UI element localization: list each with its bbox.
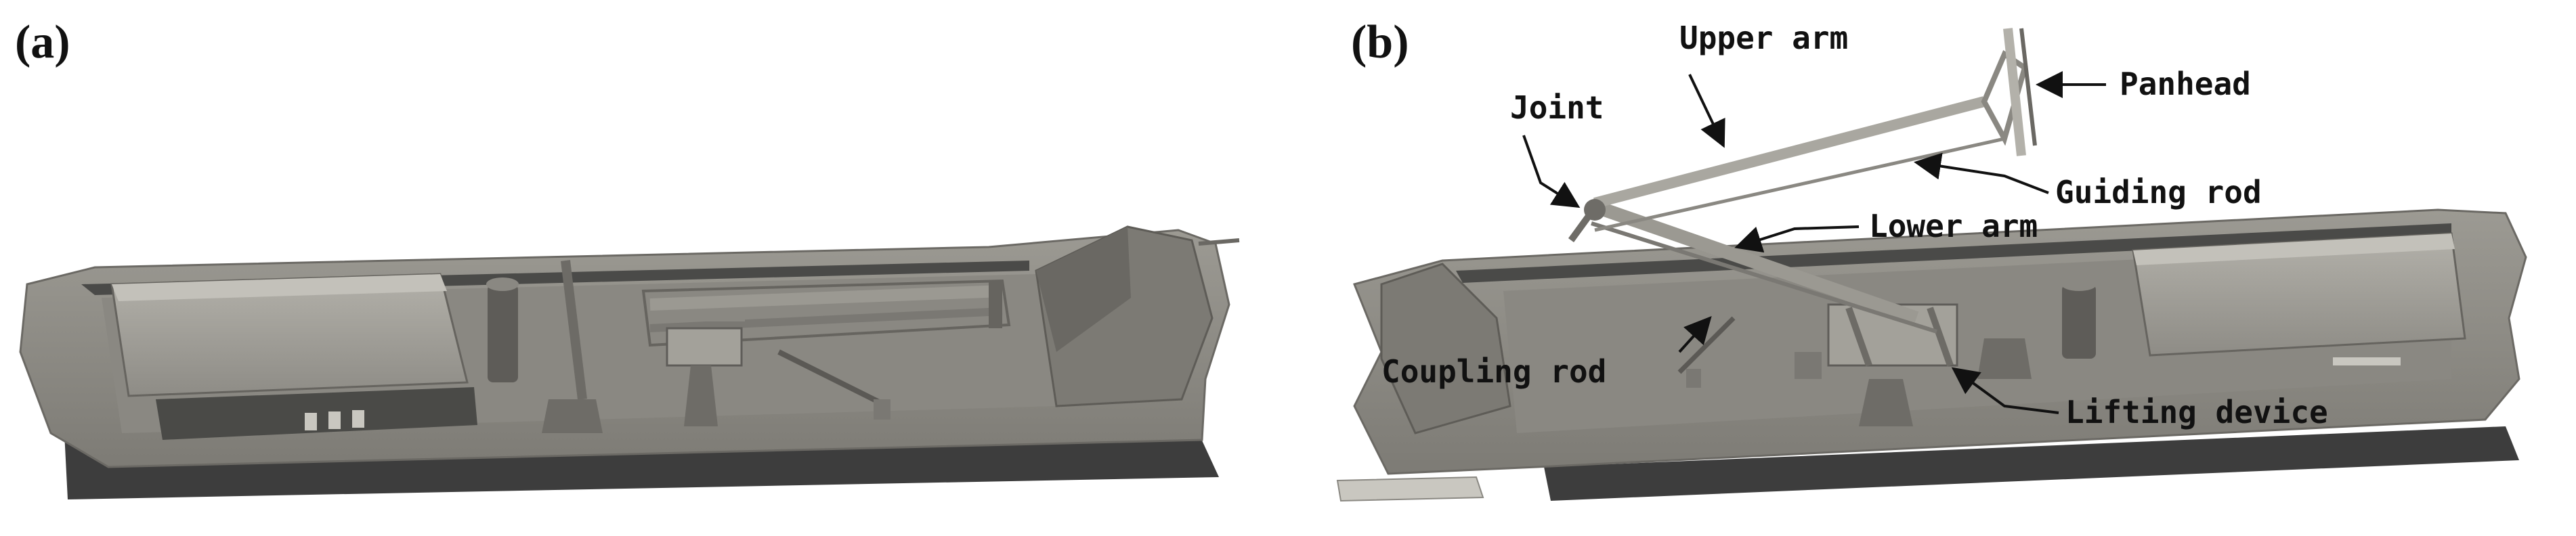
upper-arm-shape bbox=[1593, 96, 1986, 208]
folded-pantograph-a bbox=[542, 260, 1011, 433]
callout-lower-arm-text: Lower arm bbox=[1869, 208, 2038, 244]
lifting-base-b bbox=[1859, 379, 1913, 426]
vent-3-a bbox=[352, 410, 364, 428]
callout-lower-arm: Lower arm bbox=[1734, 208, 2038, 253]
base-plate-b bbox=[1336, 476, 1484, 502]
callout-panhead-text: Panhead bbox=[2120, 66, 2251, 102]
coupling-rod-foot-b bbox=[1686, 369, 1701, 388]
rod-right-a bbox=[1198, 238, 1240, 246]
insulator-base-b bbox=[1977, 338, 2032, 379]
panhead-shape bbox=[2003, 28, 2026, 156]
callout-upper-arm: Upper arm bbox=[1679, 20, 1848, 148]
callout-coupling-rod-text: Coupling rod bbox=[1381, 353, 1606, 390]
cover-slot-b bbox=[2333, 357, 2401, 365]
coupling-rod-long-shape bbox=[1591, 221, 1937, 334]
callout-lifting-device-text: Lifting device bbox=[2065, 394, 2328, 430]
cover-box-top-b bbox=[2133, 233, 2455, 265]
panhead-edge-shape bbox=[2019, 28, 2037, 146]
end-ramp-face-a bbox=[1036, 227, 1131, 352]
panel-a-label: (a) bbox=[15, 16, 70, 68]
insulator-top-a bbox=[486, 277, 519, 291]
vent-1-a bbox=[305, 413, 317, 430]
joint-link-shape bbox=[1568, 201, 1602, 242]
insulator-top-b bbox=[2061, 277, 2097, 291]
callouts-b: Upper arm Panhead Joint Guiding rod Lowe… bbox=[1381, 20, 2328, 430]
callout-guiding-rod: Guiding rod bbox=[1914, 152, 2262, 210]
callout-joint-text: Joint bbox=[1510, 89, 1604, 126]
end-ramp-b bbox=[1380, 263, 1511, 434]
roof-side-strip-b bbox=[1456, 223, 2451, 283]
lower-arm-shape bbox=[1592, 200, 1919, 325]
panel-a: (a) bbox=[15, 16, 1240, 499]
callout-joint: Joint bbox=[1510, 89, 1604, 208]
panel-b-label: (b) bbox=[1351, 16, 1409, 68]
cover-box-top-a bbox=[112, 274, 447, 301]
insulator-b bbox=[2062, 284, 2096, 359]
roof-skirt-b bbox=[1544, 426, 2519, 501]
insulator-a bbox=[488, 284, 518, 382]
vent-2-a bbox=[328, 411, 341, 429]
callout-guiding-rod-text: Guiding rod bbox=[2055, 174, 2262, 210]
panel-b: (b) bbox=[1336, 16, 2527, 502]
callout-lifting-device: Lifting device bbox=[1951, 367, 2328, 430]
roof-model-b bbox=[1336, 28, 2527, 502]
callout-upper-arm-text: Upper arm bbox=[1679, 20, 1848, 56]
callout-panhead: Panhead bbox=[2036, 66, 2251, 102]
roof-model-a bbox=[19, 225, 1240, 499]
callout-coupling-rod: Coupling rod bbox=[1381, 316, 1712, 390]
